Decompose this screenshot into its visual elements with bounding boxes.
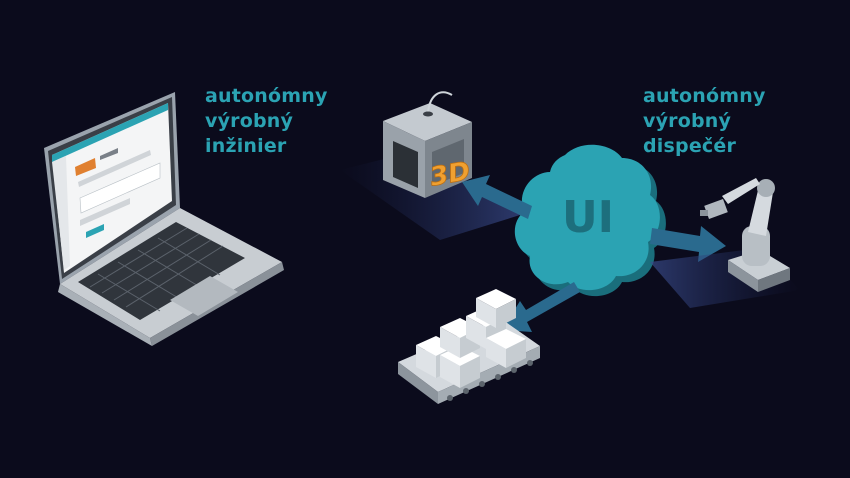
box [486,329,526,368]
caption-dispatcher-line: dispečér [643,135,737,157]
arrow-to-printer [462,175,532,219]
conveyor-boxes-icon [398,289,540,404]
arrow-to-robot [650,226,726,262]
laptop-trackpad [170,276,238,316]
caption-engineer-line: výrobný [205,110,294,132]
3d-printer-icon: 3D [340,91,520,240]
caption-dispatcher: autonómny výrobný dispečér [643,84,766,159]
laptop-icon [44,92,284,346]
caption-engineer-line: inžinier [205,135,287,157]
box [476,289,516,328]
caption-engineer-line: autonómny [205,85,328,107]
brain-icon: UI [514,144,666,297]
arrow-to-conveyor [502,282,580,332]
caption-engineer: autonómny výrobný inžinier [205,84,328,159]
brain-ui-logo: UI [562,192,614,243]
caption-dispatcher-line: autonómny [643,85,766,107]
robotic-arm-icon [650,178,800,308]
caption-dispatcher-line: výrobný [643,110,732,132]
